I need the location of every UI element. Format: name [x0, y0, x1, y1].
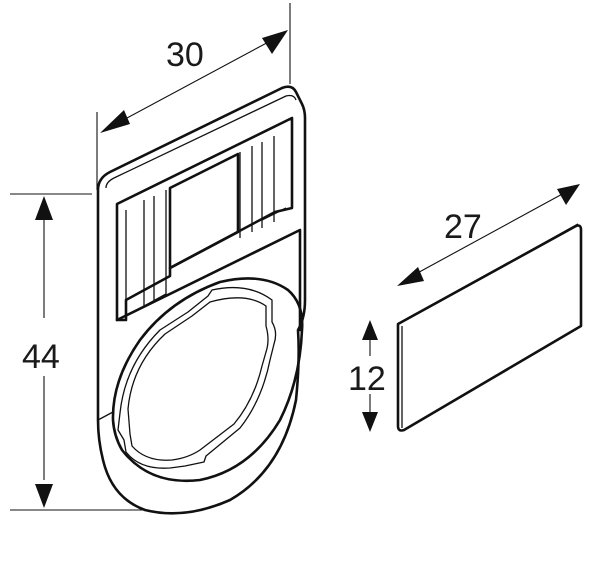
plate-width-label: 27 — [444, 208, 482, 246]
holder-height-dimension: 44 — [10, 193, 148, 511]
plate-width-dimension: 27 — [397, 184, 580, 286]
legend-plate — [396, 223, 583, 432]
holder-height-label: 44 — [22, 338, 60, 376]
plate-height-label: 12 — [348, 360, 386, 398]
legend-holder — [96, 85, 307, 515]
plate-height-dimension: 12 — [348, 320, 386, 432]
holder-width-label: 30 — [166, 36, 204, 74]
holder-width-dimension: 30 — [96, 3, 291, 190]
